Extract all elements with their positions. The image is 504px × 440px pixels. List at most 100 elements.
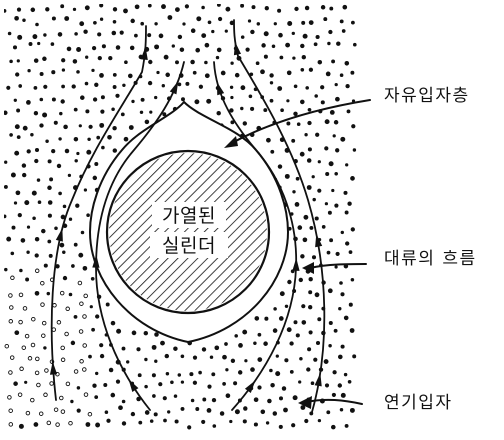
smoke-particle [317,59,323,65]
smoke-particle [300,67,305,72]
smoke-particle [148,59,153,65]
label-free-particle-layer: 자유입자층 [384,86,470,106]
smoke-particle [41,228,46,234]
smoke-particle [304,418,309,424]
smoke-particle [60,357,66,363]
smoke-particle [25,277,30,282]
smoke-particle [112,73,117,77]
smoke-particle [45,139,49,144]
smoke-particle [283,407,288,413]
smoke-particle [329,110,335,115]
smoke-particle [47,159,52,164]
smoke-particle [201,5,205,10]
smoke-particle [244,359,248,363]
smoke-particle [17,392,23,397]
smoke-particle [337,354,343,360]
smoke-particle [174,419,179,424]
smoke-particle [317,160,321,164]
smoke-particle [16,135,21,139]
label-convection-flow: 대류의 흐름 [384,249,477,269]
smoke-particle [320,5,326,10]
smoke-particle [315,132,320,137]
smoke-particle [292,56,296,60]
smoke-particle [331,59,336,64]
smoke-particle [278,424,283,429]
smoke-particle [340,292,345,297]
flow-arrow-icon [49,361,58,375]
smoke-particle [312,197,316,202]
smoke-particle [327,210,332,215]
smoke-particle [325,171,330,177]
smoke-particle [31,190,37,196]
smoke-particle [35,22,39,27]
smoke-particle [63,124,68,130]
smoke-particle [79,359,84,364]
flow-arrow-icon [55,228,63,242]
smoke-particle [198,84,204,89]
smoke-particle [269,98,274,103]
smoke-particle [43,346,47,350]
smoke-particle [14,15,19,21]
smoke-particle [72,7,77,12]
cylinder-label-bg-1 [152,202,226,228]
smoke-particle [36,178,41,182]
smoke-particle [248,94,253,99]
smoke-particle [346,109,351,114]
smoke-particle [96,135,101,140]
smoke-particle [30,342,36,348]
smoke-particle [86,149,92,155]
leader-arrowhead-free-layer [224,136,238,148]
smoke-particle [106,418,111,423]
smoke-particle [206,408,212,413]
smoke-particle [225,393,231,399]
smoke-particle [307,107,312,112]
smoke-particle [265,421,270,425]
smoke-particle [94,82,99,87]
smoke-particle [64,16,70,21]
smoke-particle [263,108,268,113]
smoke-particle [95,371,99,376]
smoke-particle [161,84,165,88]
smoke-particle [147,4,152,8]
smoke-particle [35,356,40,362]
smoke-particle [308,67,314,72]
smoke-particle [194,99,200,105]
smoke-particle [195,47,201,53]
smoke-particle [8,370,13,375]
smoke-particle [335,148,340,153]
smoke-particle [10,172,16,178]
smoke-particle [331,188,335,193]
smoke-particle [230,120,235,125]
smoke-particle [130,411,136,417]
smoke-particle [287,279,292,285]
smoke-particle [8,293,13,298]
smoke-particle [108,55,113,61]
smoke-particle [136,347,141,352]
smoke-particle [289,341,294,346]
smoke-particle [38,411,44,416]
smoke-particle [181,97,185,102]
smoke-particle [240,4,245,8]
smoke-particle [9,59,13,64]
smoke-particle [76,47,82,52]
smoke-particle [324,202,329,206]
smoke-particle [261,43,266,48]
smoke-particle [85,422,91,427]
smoke-particle [240,35,245,39]
smoke-particle [17,34,23,40]
smoke-particle [39,97,44,102]
cylinder-label-line2: 실린더 [162,235,216,257]
smoke-particle [80,95,85,100]
smoke-particle [300,43,305,49]
smoke-particle [60,4,65,9]
smoke-particle [309,225,314,230]
smoke-particle [30,397,35,403]
smoke-particle [344,423,349,428]
smoke-particle [72,59,78,64]
smoke-particle [182,22,186,26]
smoke-particle [87,411,93,417]
smoke-particle [314,292,320,298]
smoke-particle [99,353,105,359]
smoke-particle [149,110,153,114]
